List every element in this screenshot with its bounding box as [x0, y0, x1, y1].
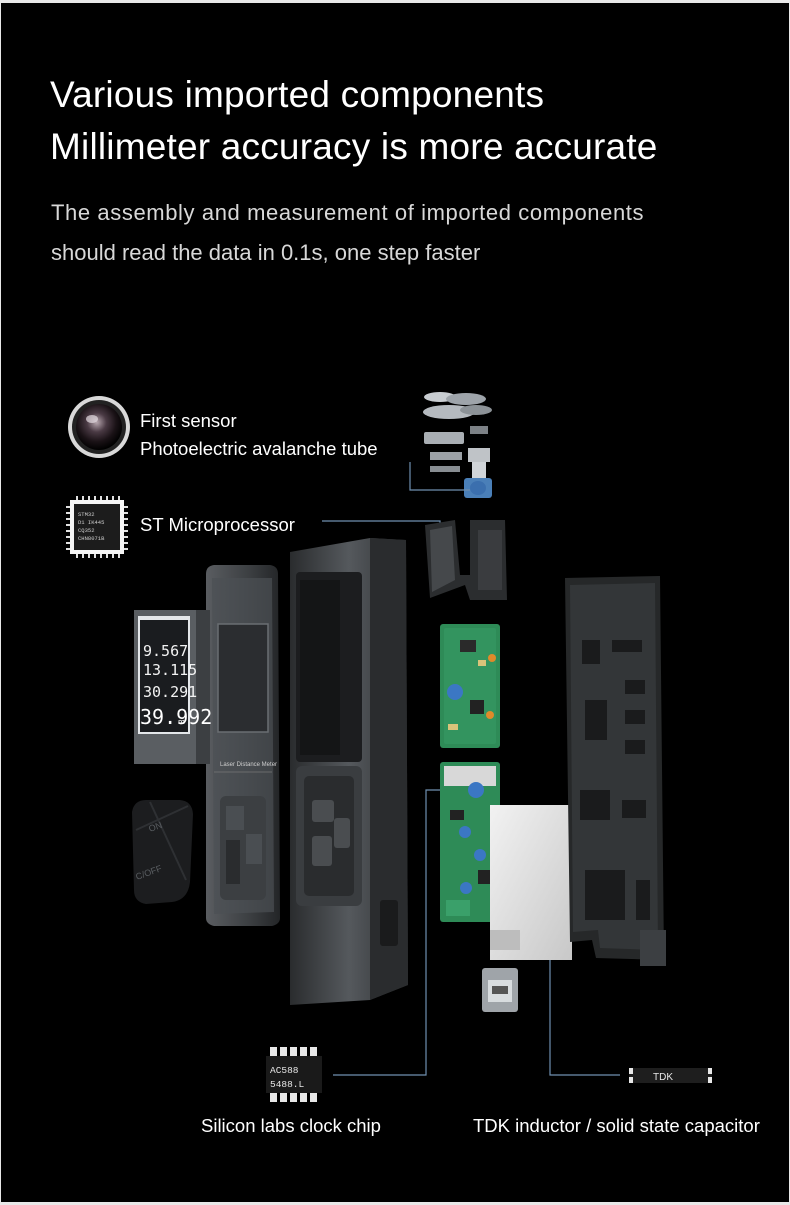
aluminium-housing — [290, 538, 408, 1005]
callout-sensor-line-2: Photoelectric avalanche tube — [140, 438, 378, 459]
front-cover-brand: Laser Distance Meter — [220, 762, 277, 768]
callout-clock-chip: Silicon labs clock chip — [201, 1115, 381, 1136]
white-battery-block — [490, 805, 572, 960]
screen-reading-2: 13.115 — [143, 661, 197, 679]
rubber-keypad: ON C/OFF — [132, 800, 193, 904]
subtext-line-2: should read the data in 0.1s, one step f… — [51, 240, 481, 265]
headline-line-2: Millimeter accuracy is more accurate — [50, 126, 658, 167]
lower-pcb-board — [440, 762, 500, 922]
callout-tdk-inductor: TDK inductor / solid state capacitor — [473, 1115, 760, 1136]
lcd-module: 9.567 13.115 30.291 39.992 m — [134, 610, 212, 764]
subtext-line-1: The assembly and measurement of imported… — [51, 200, 645, 225]
usb-port-component — [482, 968, 518, 1012]
mcu-chip-text-2: D1 IK445 — [78, 519, 104, 526]
upper-pcb-board — [440, 624, 500, 748]
clock-chip-text-2: 5488.L — [270, 1079, 305, 1090]
tdk-inductor-icon: TDK — [629, 1068, 712, 1083]
screen-reading-1: 9.567 — [143, 642, 188, 660]
clock-chip-icon: AC588 5488.L — [266, 1047, 322, 1102]
headline-line-1: Various imported components — [50, 74, 545, 115]
screen-unit: m — [178, 718, 185, 726]
screen-reading-4: 39.992 — [140, 705, 212, 729]
clock-chip-text-1: AC588 — [270, 1065, 299, 1076]
front-cover: Laser Distance Meter — [206, 565, 280, 926]
optics-lens-stack — [423, 392, 492, 498]
mcu-chip-text-4: CHN8071B — [78, 535, 105, 542]
inner-chassis-frame — [565, 576, 666, 966]
camera-lens-icon — [68, 396, 130, 458]
microprocessor-chip-icon: STM32 D1 IK445 CQ352 CHN8071B — [66, 496, 128, 558]
sensor-bracket — [425, 520, 507, 600]
callout-microprocessor: ST Microprocessor — [140, 514, 295, 535]
mcu-chip-text-1: STM32 — [78, 511, 95, 518]
screen-reading-3: 30.291 — [143, 683, 197, 701]
keypad-key-on: ON — [147, 820, 163, 834]
mcu-chip-text-3: CQ352 — [78, 527, 95, 534]
callout-sensor-line-1: First sensor — [140, 410, 237, 431]
tdk-chip-text: TDK — [653, 1072, 673, 1083]
